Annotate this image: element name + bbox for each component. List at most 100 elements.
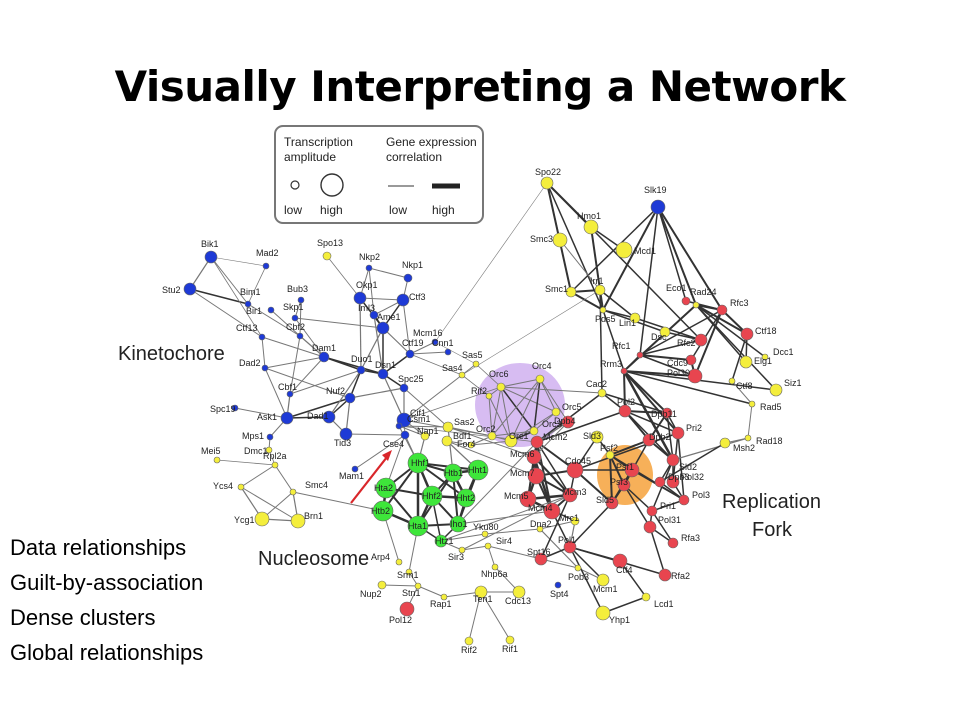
- gene-node: Psf1: [616, 462, 640, 478]
- legend-high-amplitude: high: [320, 203, 343, 217]
- gene-node: Cac2: [586, 379, 607, 398]
- gene-node-circle: [666, 475, 680, 489]
- network-edge: [731, 333, 748, 382]
- gene-node-label: Rfc3: [730, 298, 749, 308]
- network-edge: [651, 499, 685, 512]
- gene-node-label: Ctf3: [409, 292, 426, 302]
- gene-node: Ctf18: [740, 326, 777, 341]
- gene-node-circle: [353, 291, 367, 305]
- gene-node-circle: [563, 540, 577, 554]
- gene-node-circle: [399, 383, 409, 393]
- gene-node-label: Mcd1: [634, 246, 656, 256]
- gene-node-label: Mcm4: [528, 503, 553, 513]
- network-edge: [294, 317, 384, 329]
- gene-node-circle: [596, 573, 610, 587]
- network-edge: [360, 327, 384, 371]
- gene-node: Pri2: [671, 423, 702, 440]
- gene-node: Dsc: [651, 326, 671, 342]
- gene-node-circle: [570, 516, 580, 526]
- gene-node: Rfc1: [612, 341, 644, 359]
- gene-node: Psf2: [600, 443, 618, 460]
- gene-node: Cnn1: [432, 338, 454, 356]
- network-edge: [659, 442, 726, 483]
- gene-node-circle: [594, 284, 606, 296]
- gene-node-label: Dna2: [530, 519, 552, 529]
- gene-node-circle: [267, 306, 275, 314]
- gene-node-circle: [291, 314, 299, 322]
- gene-node: Ycg1: [234, 511, 270, 527]
- gene-node-label: Hht1: [468, 465, 487, 475]
- gene-node: Htz1: [434, 534, 454, 548]
- network-edge: [234, 407, 288, 419]
- gene-node-label: Skp1: [283, 302, 304, 312]
- gene-node-label: Ycg1: [234, 515, 255, 525]
- gene-node: Dpb4: [554, 415, 576, 429]
- gene-node-circle: [280, 411, 294, 425]
- gene-node-circle: [318, 351, 330, 363]
- network-edge: [292, 491, 384, 512]
- gene-node-label: Cbf1: [278, 382, 297, 392]
- gene-node: Hta1: [407, 515, 429, 537]
- gene-node-circle: [612, 553, 628, 569]
- gene-node: Dsn1: [375, 360, 396, 380]
- network-edge: [651, 510, 674, 544]
- gene-node: Rif2: [461, 636, 477, 655]
- gene-node-circle: [395, 422, 403, 430]
- network-edge: [461, 545, 489, 551]
- network-edge: [354, 434, 406, 470]
- gene-node-label: Ask1: [257, 412, 277, 422]
- network-edge: [299, 299, 302, 337]
- gene-node-label: Pds5: [595, 314, 616, 324]
- gene-node: Hht1: [467, 459, 489, 481]
- gene-node-circle: [562, 487, 578, 503]
- gene-node-circle: [551, 407, 561, 417]
- gene-node-label: Cif1: [410, 408, 426, 418]
- network-edge: [289, 356, 325, 395]
- gene-node-label: Pol31: [658, 515, 681, 525]
- gene-node-label: Sas2: [454, 417, 475, 427]
- gene-node-label: Sir4: [496, 536, 512, 546]
- gene-node: Smc3: [530, 232, 568, 248]
- network-edge: [500, 386, 535, 432]
- gene-node-label: Hhf1: [411, 458, 430, 468]
- gene-node-circle: [449, 515, 467, 533]
- network-edge: [540, 494, 571, 560]
- gene-node: Nap1: [417, 426, 439, 441]
- gene-node-label: Eco1: [666, 283, 687, 293]
- gene-node-label: Rfa3: [681, 533, 700, 543]
- network-edge: [274, 464, 294, 493]
- gene-node: Mam1: [339, 465, 364, 481]
- gene-node: Hhf1: [407, 452, 430, 474]
- gene-node: Psf3: [610, 477, 631, 492]
- gene-node: Smc1: [545, 284, 577, 298]
- gene-node-circle: [485, 392, 493, 400]
- gene-node-circle: [554, 581, 562, 589]
- network-edge: [623, 439, 650, 486]
- network-edge: [601, 392, 668, 414]
- legend-box: [274, 125, 484, 224]
- gene-node: Dpb3: [654, 472, 690, 488]
- gene-node: Ctf13: [236, 323, 266, 341]
- legend-high-correlation: high: [432, 203, 455, 217]
- gene-node-label: Cac2: [586, 379, 607, 389]
- gene-node-circle: [595, 605, 611, 621]
- gene-node-circle: [290, 513, 306, 529]
- gene-node: Mcm1: [593, 573, 618, 594]
- gene-node-circle: [636, 351, 644, 359]
- gene-node: Elg1: [739, 355, 772, 369]
- gene-node-label: For4: [457, 439, 476, 449]
- network-edge: [570, 291, 604, 311]
- gene-node-circle: [744, 434, 752, 442]
- gene-node-label: Mad2: [256, 248, 279, 258]
- gene-node: Ctf4: [612, 553, 633, 575]
- gene-node-circle: [629, 312, 641, 324]
- gene-node-label: Siz1: [784, 378, 802, 388]
- network-edge: [657, 206, 687, 302]
- network-edge: [639, 339, 702, 356]
- gene-node: Rif1: [502, 635, 518, 654]
- gene-node-label: Pol2: [617, 397, 635, 407]
- gene-node-circle: [405, 568, 413, 576]
- gene-node-circle: [407, 452, 429, 474]
- gene-node: Dpb2: [642, 432, 671, 447]
- gene-node-circle: [261, 364, 269, 372]
